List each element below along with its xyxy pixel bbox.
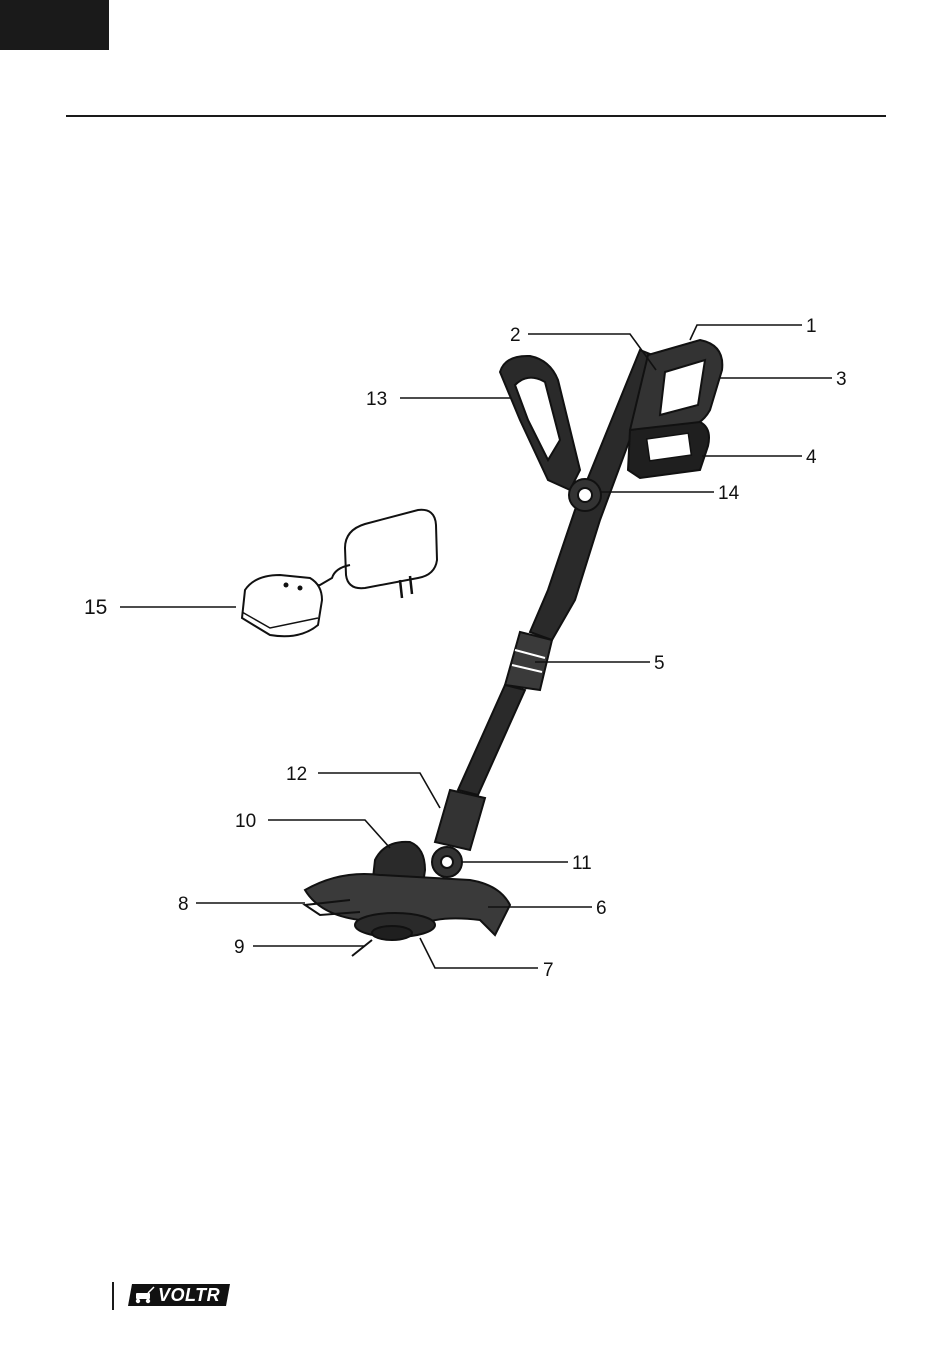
callout-7: 7 xyxy=(543,960,554,981)
callout-9: 9 xyxy=(234,937,245,958)
callout-6: 6 xyxy=(596,898,607,919)
callout-14: 14 xyxy=(718,483,740,504)
callout-13: 13 xyxy=(366,389,387,410)
callout-15: 15 xyxy=(84,596,107,619)
callout-10: 10 xyxy=(235,811,256,832)
callout-1: 1 xyxy=(806,316,817,337)
brand-logo-text: VOLTR xyxy=(158,1284,230,1306)
callout-8: 8 xyxy=(178,894,189,915)
footer-divider xyxy=(112,1282,114,1310)
callout-11: 11 xyxy=(572,853,592,874)
callout-2: 2 xyxy=(510,325,521,346)
callout-3: 3 xyxy=(836,369,847,390)
trimmer-illustration xyxy=(305,340,722,956)
callout-lines xyxy=(120,325,832,968)
callout-5: 5 xyxy=(654,653,665,674)
charger-illustration xyxy=(242,510,437,636)
callout-12: 12 xyxy=(286,764,307,785)
callout-4: 4 xyxy=(806,447,817,468)
